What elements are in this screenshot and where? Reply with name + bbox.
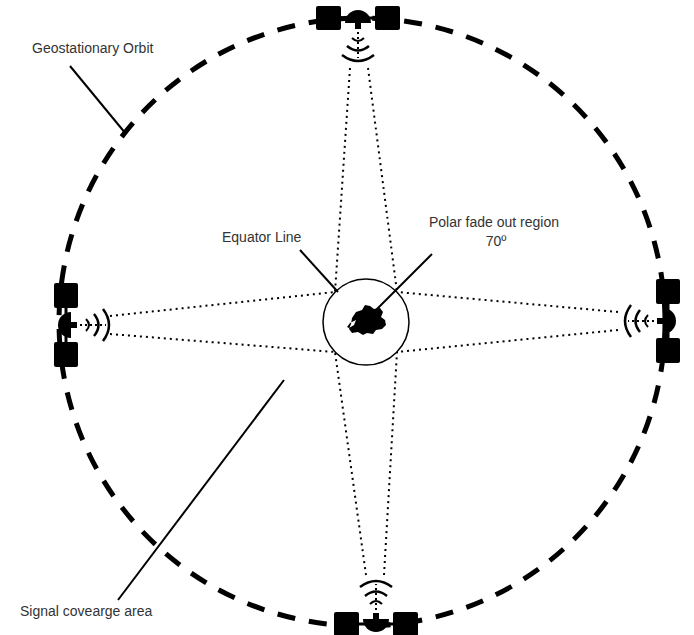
leader-lines — [70, 66, 432, 600]
satellite-right — [625, 279, 680, 363]
satellite-left — [54, 283, 109, 367]
polar-region-circle — [323, 279, 409, 365]
satellite-bottom — [334, 581, 418, 635]
angle-label: 70º — [484, 233, 509, 250]
coverage-label: Signal covearge area — [18, 603, 154, 620]
satellite-top — [316, 6, 400, 61]
equator-label: Equator Line — [220, 229, 303, 246]
orbit-label: Geostationary Orbit — [30, 40, 155, 57]
geostationary-orbit — [59, 18, 665, 626]
antarctica-shape — [347, 305, 386, 335]
signal-coverage-lines — [110, 68, 618, 575]
region-label: Polar fade out region — [427, 214, 561, 231]
